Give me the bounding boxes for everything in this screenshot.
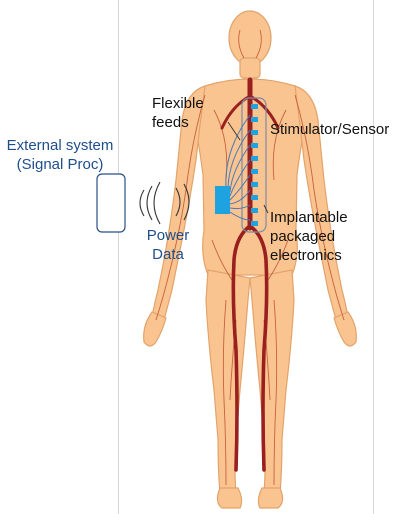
stimulator-sensor-label: Stimulator/Sensor — [270, 120, 389, 139]
packaged-label: packaged — [270, 227, 348, 246]
implantable-electronics-label: Implantable packaged electronics — [270, 208, 348, 265]
electronics-label: electronics — [270, 246, 348, 265]
external-system-label-line1: External system — [6, 136, 114, 155]
phone-device-icon — [97, 174, 125, 232]
data-label: Data — [140, 245, 196, 264]
external-system-label-line2: (Signal Proc) — [6, 155, 114, 174]
feeds-label: feeds — [152, 113, 204, 132]
power-data-label: Power Data — [140, 226, 196, 264]
power-label: Power — [140, 226, 196, 245]
implant-electronics-module — [215, 186, 230, 214]
flexible-label: Flexible — [152, 94, 204, 113]
implantable-label: Implantable — [270, 208, 348, 227]
flexible-feeds-label: Flexible feeds — [152, 94, 204, 132]
external-system-label: External system (Signal Proc) — [6, 136, 114, 174]
